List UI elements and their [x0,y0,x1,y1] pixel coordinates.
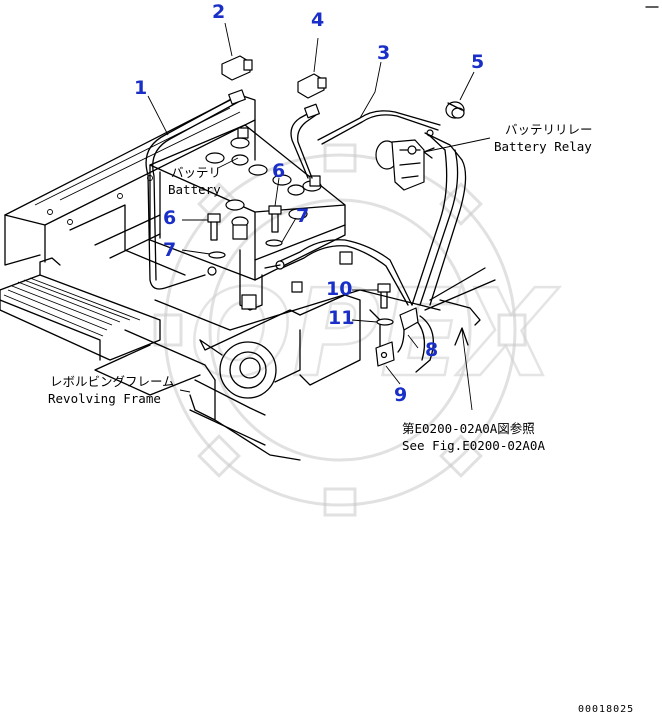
callout-9: 9 [394,384,407,406]
callouts: 2 4 3 5 1 6 6 7 7 10 11 8 9 [134,1,484,406]
bolt-6-left [207,213,221,241]
washer-11 [376,318,394,326]
part-2-terminal-cap [221,55,253,81]
callout-2: 2 [212,1,225,23]
wiring-harness [264,149,496,411]
frame-label-jp: レボルビングフレーム [50,374,175,389]
callout-6-right: 6 [272,160,285,182]
labels: バッテリ Battery バッテリリレー Battery Relay レボルビン… [48,122,593,453]
battery-label-en: Battery [168,182,221,197]
callout-1: 1 [134,77,147,99]
relay-label-jp: バッテリリレー [505,122,593,137]
battery-label-jp: バッテリ [171,165,221,180]
callout-10: 10 [326,278,352,300]
cable-1 [145,89,246,290]
bolt-10 [377,283,391,309]
battery-relay [375,129,463,191]
watermark-text: OPEX [190,265,560,404]
callout-7-right: 7 [296,205,309,227]
part-5-cap [445,101,465,119]
revolving-frame [0,94,441,461]
callout-8: 8 [425,339,438,361]
washer-7-left [208,251,226,259]
callout-7-left: 7 [163,239,176,261]
callout-6-left: 6 [163,207,176,229]
callout-5: 5 [471,51,484,73]
callout-3: 3 [377,42,390,64]
part-4-terminal-cap [297,73,327,99]
ref-label-jp: 第E0200-02A0A図参照 [402,421,535,436]
washer-7-right [265,239,283,247]
leader-lines [147,22,491,385]
relay-label-en: Battery Relay [494,139,592,154]
clip-9 [375,341,395,367]
callout-11: 11 [328,307,354,329]
document-id: 00018025 [578,704,634,715]
clamp-8 [397,307,419,353]
battery-terminals [205,127,322,240]
ref-label-en: See Fig.E0200-02A0A [402,438,545,453]
battery-box [149,124,346,311]
frame-label-en: Revolving Frame [48,391,161,406]
callout-4: 4 [311,9,324,31]
watermark: OPEX [153,143,561,517]
